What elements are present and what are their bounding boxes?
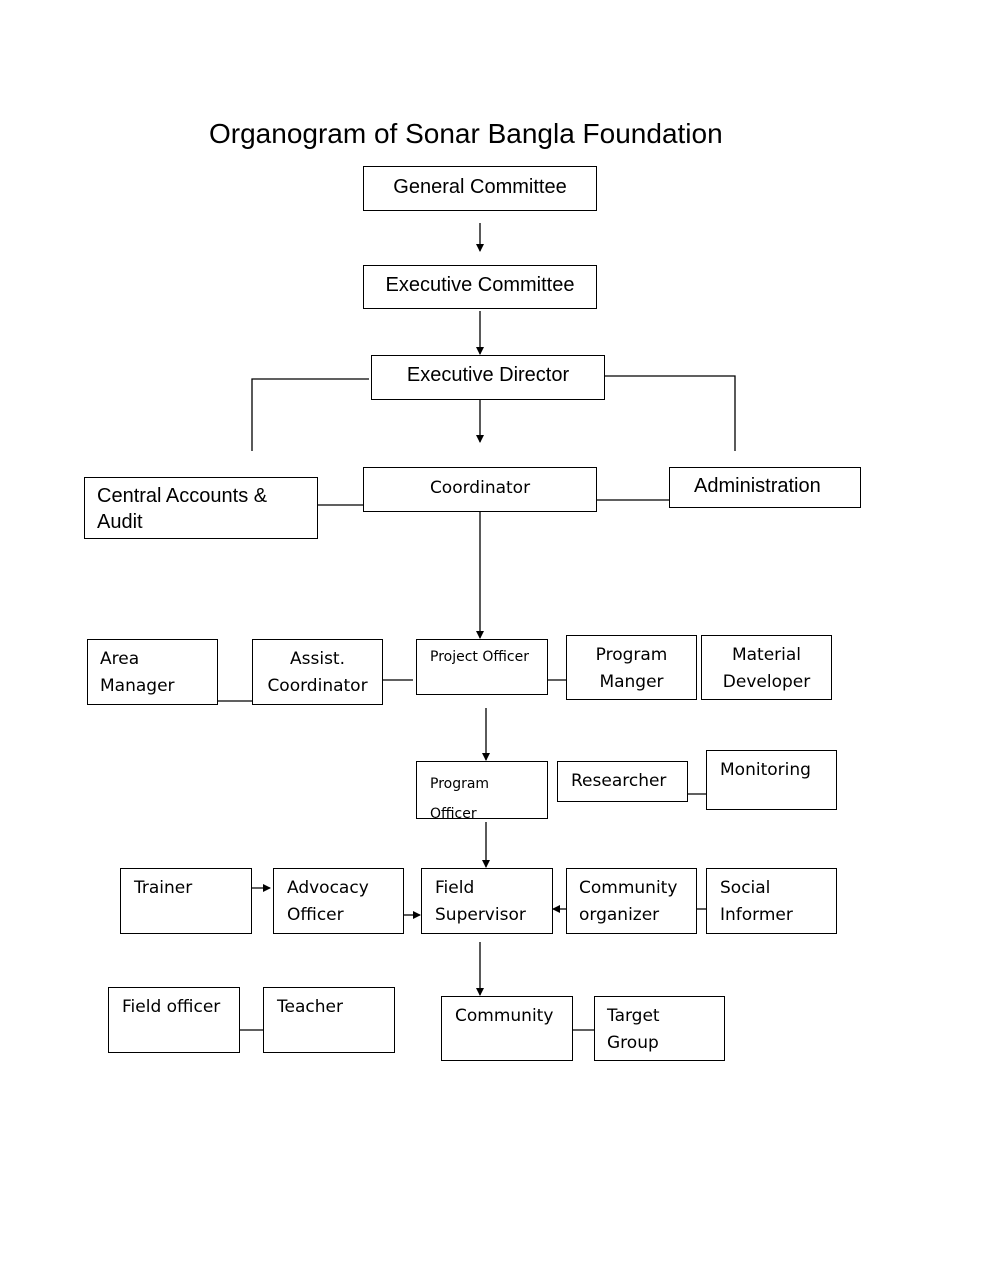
node-community: Community: [441, 996, 573, 1061]
node-field-supervisor: Field Supervisor: [421, 868, 553, 934]
diagram-title: Organogram of Sonar Bangla Foundation: [209, 118, 723, 149]
line-director-left-branch: [251, 378, 369, 451]
node-project-officer: Project Officer: [416, 639, 548, 695]
node-teacher: Teacher: [263, 987, 395, 1053]
line-director-right-branch: [605, 375, 736, 451]
node-executive-committee: Executive Committee: [363, 265, 597, 309]
node-executive-director: Executive Director: [371, 355, 605, 400]
node-social-informer: Social Informer: [706, 868, 837, 934]
node-target-group: Target Group: [594, 996, 725, 1061]
node-administration: Administration: [669, 467, 861, 508]
node-trainer: Trainer: [120, 868, 252, 934]
node-monitoring: Monitoring: [706, 750, 837, 810]
node-researcher: Researcher: [557, 761, 688, 802]
node-central-accounts-audit: Central Accounts & Audit: [84, 477, 318, 539]
node-program-officer: Program Officer: [416, 761, 548, 819]
node-material-developer: Material Developer: [701, 635, 832, 700]
node-general-committee: General Committee: [363, 166, 597, 211]
node-area-manager: Area Manager: [87, 639, 218, 705]
node-coordinator: Coordinator: [363, 467, 597, 512]
node-assist-coordinator: Assist. Coordinator: [252, 639, 383, 705]
node-advocacy-officer: Advocacy Officer: [273, 868, 404, 934]
node-community-organizer: Community organizer: [566, 868, 697, 934]
node-field-officer: Field officer: [108, 987, 240, 1053]
node-program-manager: Program Manger: [566, 635, 697, 700]
